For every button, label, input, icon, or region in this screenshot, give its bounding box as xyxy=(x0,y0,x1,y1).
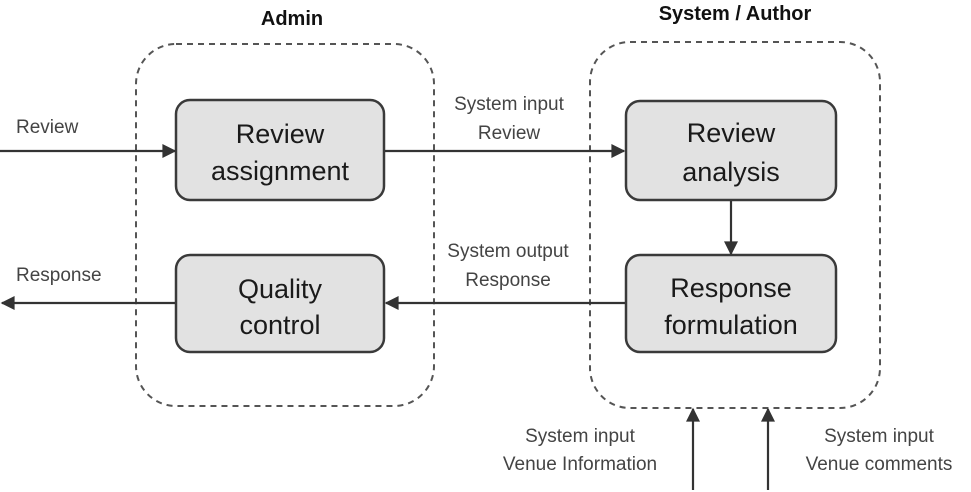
review-assignment-label-line1: Review xyxy=(236,119,325,149)
review-input-label: Review xyxy=(16,117,79,138)
quality-control-label-line2: control xyxy=(239,310,320,340)
response-formulation-node[interactable]: Response formulation xyxy=(624,253,838,354)
system-output-response-label-line2: Response xyxy=(465,270,551,291)
venue-comments-label-line1: System input xyxy=(824,426,935,447)
response-output-label: Response xyxy=(16,265,102,286)
review-analysis-box xyxy=(624,99,838,202)
system-author-group-container xyxy=(589,41,881,409)
admin-group-title: Admin xyxy=(261,8,323,30)
venue-comments-label-line2: Venue comments xyxy=(806,454,953,475)
response-formulation-label-line1: Response xyxy=(670,273,792,303)
response-formulation-label-line2: formulation xyxy=(664,310,798,340)
review-assignment-node[interactable]: Review assignment xyxy=(174,98,386,202)
review-analysis-node[interactable]: Review analysis xyxy=(624,99,838,202)
admin-group-container xyxy=(135,43,435,407)
review-analysis-label-line1: Review xyxy=(687,118,776,148)
system-input-review-label-line1: System input xyxy=(454,94,565,115)
system-output-response-label-line1: System output xyxy=(447,241,569,262)
system-input-review-label-line2: Review xyxy=(478,123,541,144)
quality-control-label-line1: Quality xyxy=(238,274,323,304)
venue-information-label-line2: Venue Information xyxy=(503,454,657,475)
review-analysis-label-line2: analysis xyxy=(682,157,780,187)
quality-control-node[interactable]: Quality control xyxy=(174,253,386,354)
quality-control-box xyxy=(174,253,386,354)
system-author-group-title: System / Author xyxy=(659,3,812,25)
review-assignment-label-line2: assignment xyxy=(211,156,350,186)
venue-information-label-line1: System input xyxy=(525,426,636,447)
